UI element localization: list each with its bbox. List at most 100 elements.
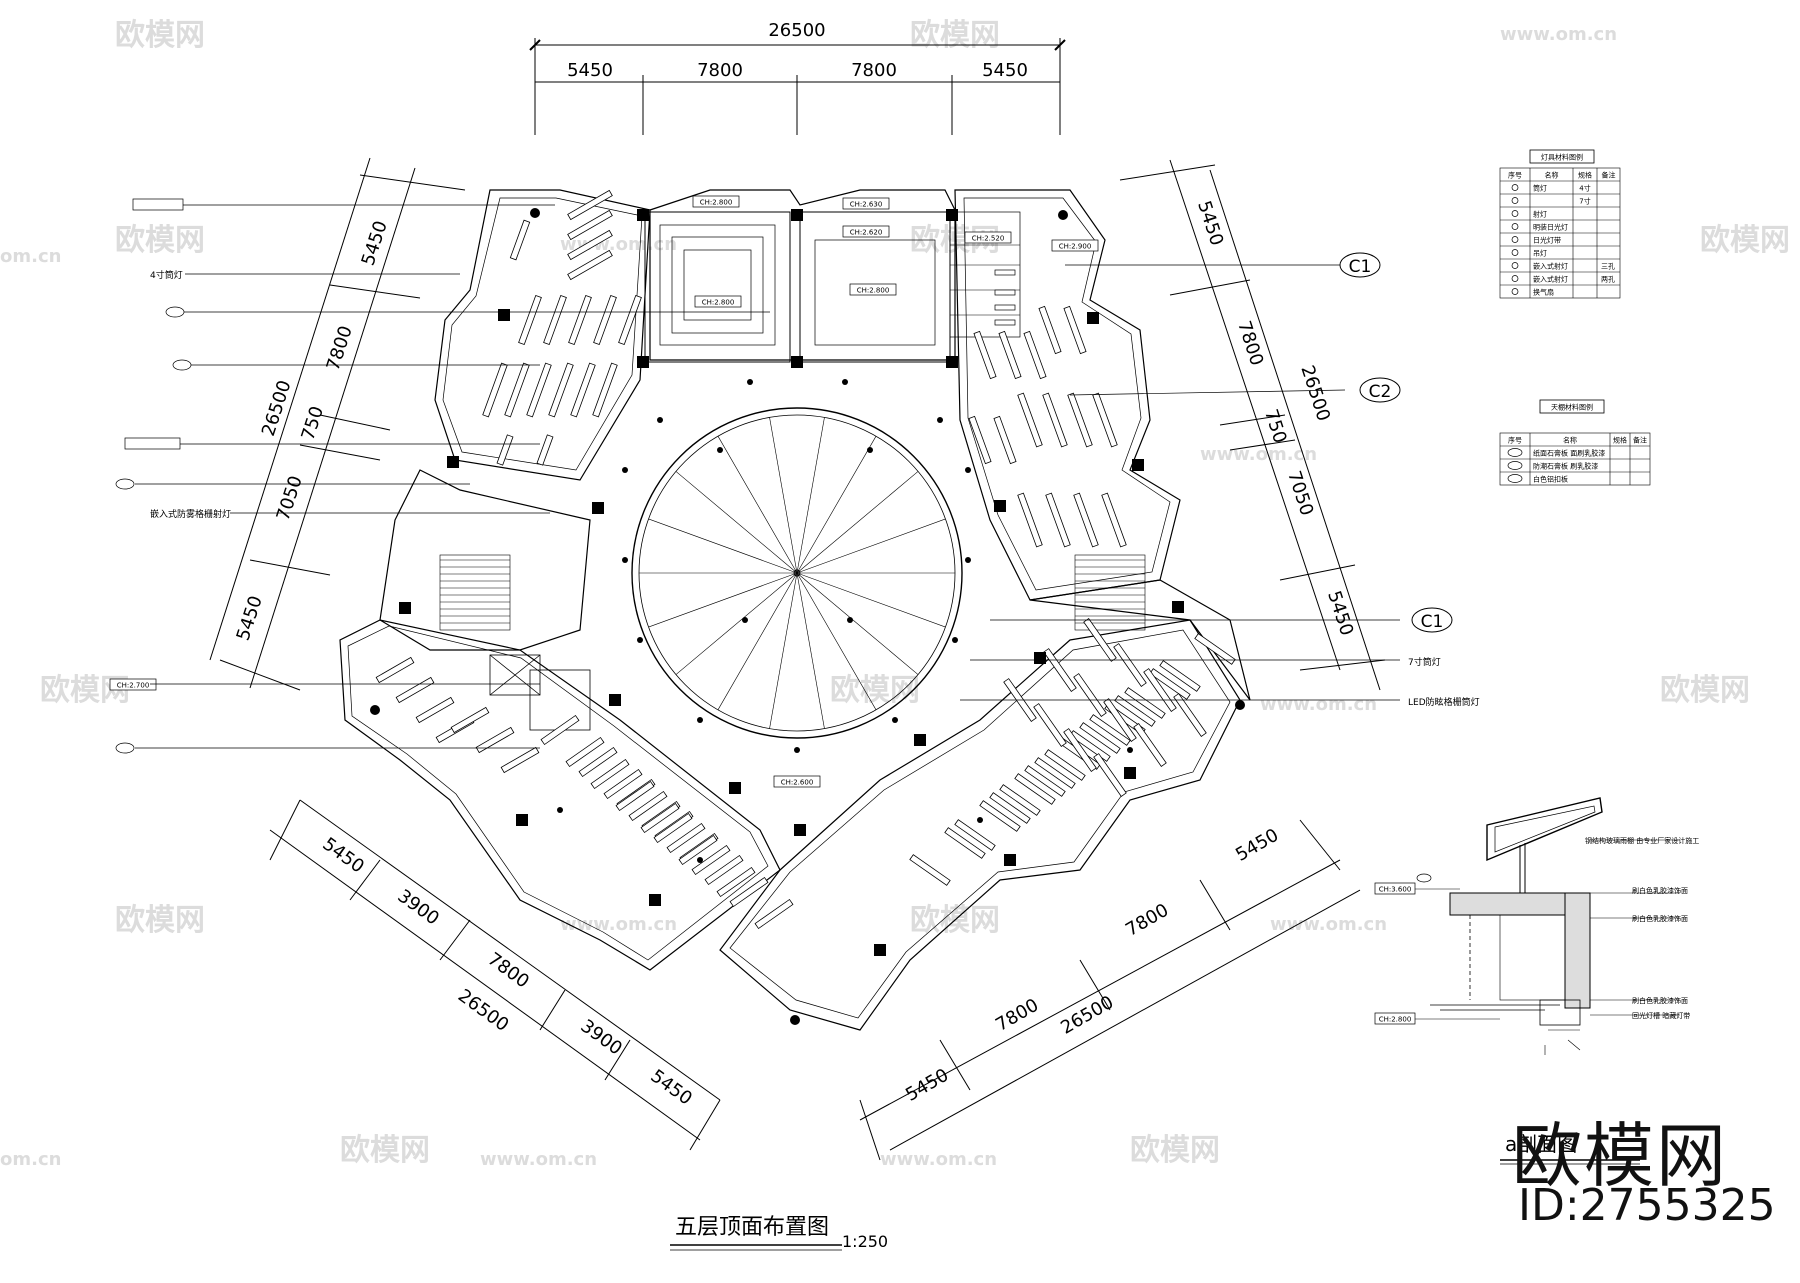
legend-symbol-icon: [1511, 236, 1519, 243]
linear-light-fixture: [567, 229, 613, 261]
linear-light-fixture: [548, 362, 574, 418]
column: [516, 814, 528, 826]
dim-right-seg-5: 5450: [1323, 588, 1357, 638]
skylight-rib: [769, 572, 798, 729]
linear-light-fixture: [1124, 687, 1166, 719]
linear-light-fixture: [678, 834, 718, 866]
linear-light-fixture: [1101, 492, 1127, 548]
dim-right-total: 26500: [1296, 363, 1334, 424]
ch-tag-center-b: CH:2.800: [849, 283, 897, 296]
watermark-text: 欧模网: [910, 18, 1000, 53]
column: [874, 944, 886, 956]
svg-text:CH:2.620: CH:2.620: [850, 229, 883, 237]
linear-light-fixture: [1149, 668, 1191, 700]
linear-light-fixture: [944, 827, 986, 859]
linear-light-fixture: [993, 415, 1017, 465]
linear-light-fixture: [1014, 773, 1056, 805]
linear-light-fixture: [593, 294, 617, 346]
legend-name: 明装日光灯: [1533, 223, 1568, 232]
linear-light-fixture: [567, 249, 613, 281]
downlight: [952, 637, 958, 643]
legend-symbol-icon: [1511, 197, 1519, 204]
linear-light-fixture: [1043, 648, 1077, 692]
linear-light-fixture: [691, 844, 731, 876]
linear-light-fixture: [994, 319, 1016, 326]
detail-title: a剖面图: [1505, 1132, 1577, 1156]
skylight-rib: [769, 417, 798, 574]
linear-light-fixture: [1159, 660, 1201, 692]
downlight: [622, 557, 628, 563]
linear-light-fixture: [1017, 492, 1043, 548]
ch-tag-left: CH:2.700: [109, 678, 157, 691]
linear-light-fixture: [415, 696, 455, 724]
downlight: [937, 417, 943, 423]
callout-c1-top: C1: [1339, 252, 1381, 278]
note-4in-downlight: 4寸筒灯: [150, 269, 183, 281]
downlight: [742, 617, 748, 623]
linear-light-fixture: [567, 189, 613, 221]
linear-light-fixture: [666, 822, 706, 854]
ch-tag-far-right: CH:2.520: [964, 231, 1012, 244]
linear-light-fixture: [1017, 392, 1043, 448]
linear-light-fixture: [994, 289, 1016, 296]
right-leaders: [960, 264, 1400, 701]
linear-light-fixture: [375, 656, 415, 684]
linear-light-fixture: [540, 714, 580, 746]
linear-light-fixture: [1067, 392, 1093, 448]
downlight: [717, 447, 723, 453]
large-downlight: [790, 1015, 800, 1025]
column: [729, 782, 741, 794]
dim-left-seg-4: 7050: [273, 473, 307, 523]
downlights: [370, 208, 1245, 1025]
linear-light-fixture: [1034, 757, 1076, 789]
note-7in-downlight: 7寸筒灯: [1408, 656, 1441, 668]
watermark-url: www.om.cn: [1270, 914, 1387, 935]
linear-light-fixture: [968, 415, 992, 465]
dim-top-seg-3: 7800: [851, 60, 897, 81]
linear-light-fixture: [1093, 753, 1127, 797]
linear-light-fixture: [1063, 305, 1087, 355]
linear-light-fixture: [704, 854, 744, 886]
downlight: [657, 417, 663, 423]
left-dimension-chain: [209, 157, 466, 691]
section-level-tags: CH:3.600 CH:2.800: [1374, 873, 1432, 1025]
linear-light-fixture: [1092, 392, 1118, 448]
downlight: [1127, 747, 1133, 753]
linear-light-fixture: [754, 898, 794, 930]
section-note-5: 回光灯槽 暗藏灯带: [1632, 1011, 1690, 1020]
linear-light-fixture: [590, 758, 630, 790]
legend-symbol-icon: [1511, 262, 1519, 269]
legend-ceiling-title: 天棚材料图例: [1551, 403, 1593, 412]
linear-light-fixture: [1023, 330, 1047, 380]
legend-name: 射灯: [1533, 210, 1547, 219]
linear-light-fixtures: [375, 189, 1236, 930]
legend-header: 序号: [1508, 171, 1522, 180]
linear-light-fixture: [618, 294, 642, 346]
ch-tag-top-mid: CH:2.800: [692, 195, 740, 208]
linear-light-fixture: [1038, 305, 1062, 355]
column: [498, 309, 510, 321]
note-led-downlight: LED防眩格栅筒灯: [1408, 696, 1480, 708]
left-leader-tags: [115, 198, 192, 754]
watermark-text: 欧模网: [340, 1133, 430, 1168]
svg-text:CH:2.700: CH:2.700: [117, 682, 150, 690]
linear-light-fixture: [450, 706, 490, 734]
section-detail-a: [1410, 797, 1680, 1055]
linear-light-fixture: [954, 819, 996, 851]
structural-columns: [399, 209, 1184, 956]
svg-text:CH:2.630: CH:2.630: [850, 201, 883, 209]
linear-light-fixture: [1042, 392, 1068, 448]
linear-light-fixture: [994, 269, 1016, 276]
skylight-rib: [796, 572, 946, 628]
column: [637, 209, 649, 221]
linear-light-fixture: [653, 812, 693, 844]
linear-light-fixture: [1024, 765, 1066, 797]
linear-light-fixture: [496, 434, 514, 466]
watermark-text: 欧模网: [1130, 1133, 1220, 1168]
dim-left-seg-3: 750: [297, 404, 328, 443]
left-leaders: [135, 204, 770, 749]
linear-light-fixture: [973, 330, 997, 380]
dim-br-seg-2: 7800: [992, 995, 1042, 1036]
